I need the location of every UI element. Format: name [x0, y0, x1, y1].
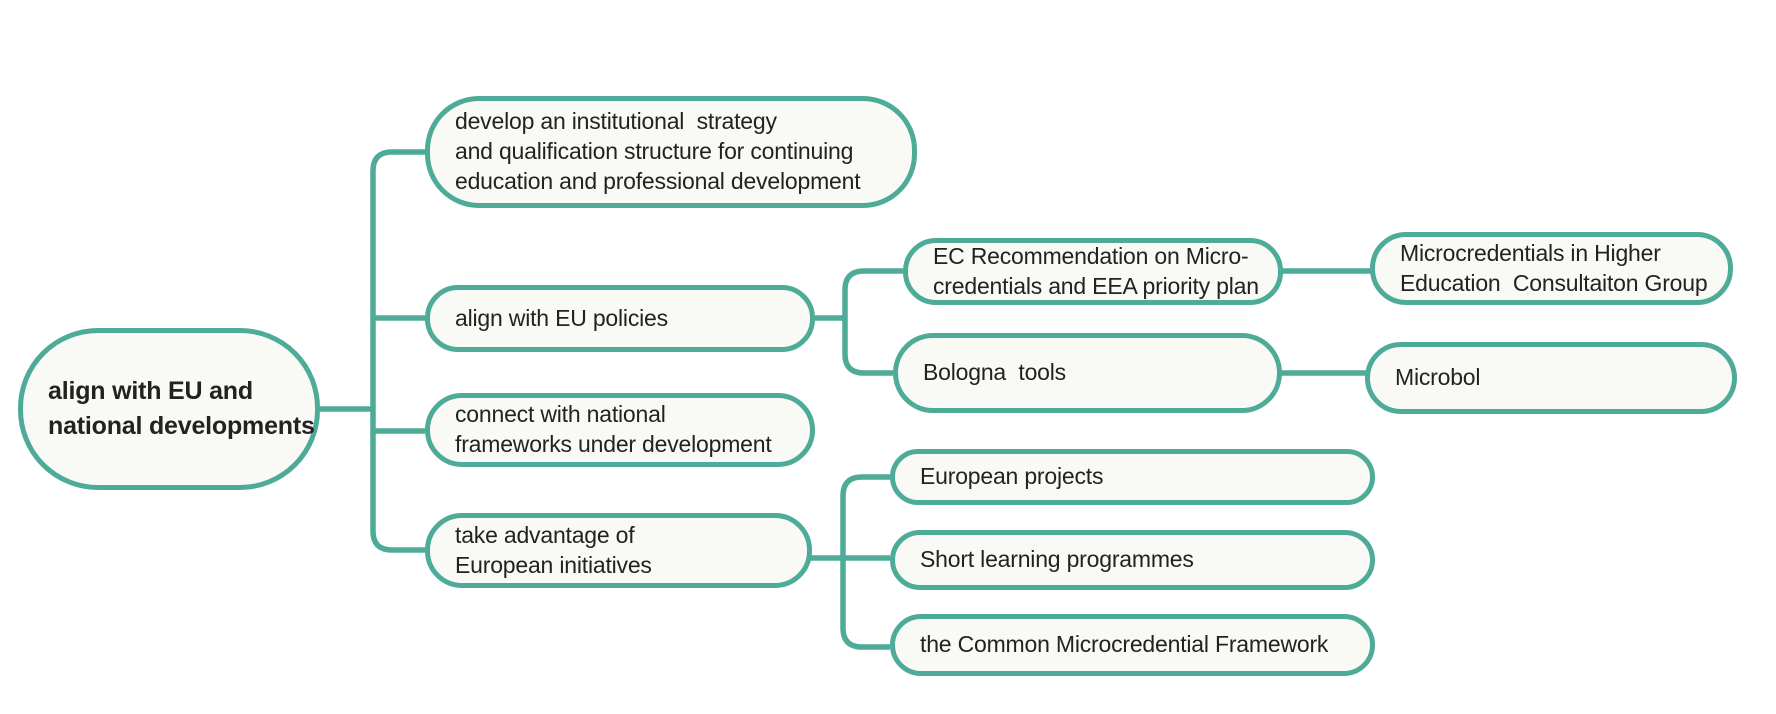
- connector-trunk-a: [842, 268, 903, 376]
- node-connect-national-label: connect with national frameworks under d…: [455, 401, 772, 457]
- node-root-label: align with EU and national developments: [48, 377, 315, 440]
- node-bologna-tools: Bologna tools: [893, 333, 1282, 413]
- node-short-learning-programmes: Short learning programmes: [890, 530, 1375, 590]
- node-bologna-tools-label: Bologna tools: [923, 359, 1066, 386]
- node-take-advantage-label: take advantage of European initiatives: [455, 521, 652, 578]
- node-microcredentials-group: Microcredentials in Higher Education Con…: [1370, 232, 1733, 305]
- node-take-advantage: take advantage of European initiatives: [425, 513, 812, 588]
- node-root: align with EU and national developments: [18, 328, 320, 490]
- node-european-projects-label: European projects: [920, 463, 1104, 490]
- node-align-eu-policies-label: align with EU policies: [455, 304, 668, 331]
- node-common-microcredential-framework-label: the Common Microcredential Framework: [920, 631, 1329, 658]
- node-european-projects: European projects: [890, 449, 1375, 505]
- node-develop-strategy: develop an institutional strategy and qu…: [425, 96, 917, 208]
- connector-trunk-b: [840, 474, 890, 650]
- node-microcredentials-group-label: Microcredentials in Higher Education Con…: [1400, 239, 1708, 296]
- node-connect-national: connect with national frameworks under d…: [425, 393, 815, 467]
- node-short-learning-programmes-label: Short learning programmes: [920, 546, 1194, 573]
- node-develop-strategy-label: develop an institutional strategy and qu…: [455, 108, 861, 194]
- node-microbol-label: Microbol: [1395, 364, 1481, 391]
- node-common-microcredential-framework: the Common Microcredential Framework: [890, 614, 1375, 676]
- connector-main-trunk: [370, 149, 425, 553]
- node-microbol: Microbol: [1365, 342, 1737, 414]
- node-ec-recommendation: EC Recommendation on Micro- credentials …: [903, 238, 1283, 305]
- node-align-eu-policies: align with EU policies: [425, 285, 815, 352]
- node-ec-recommendation-label: EC Recommendation on Micro- credentials …: [933, 242, 1259, 299]
